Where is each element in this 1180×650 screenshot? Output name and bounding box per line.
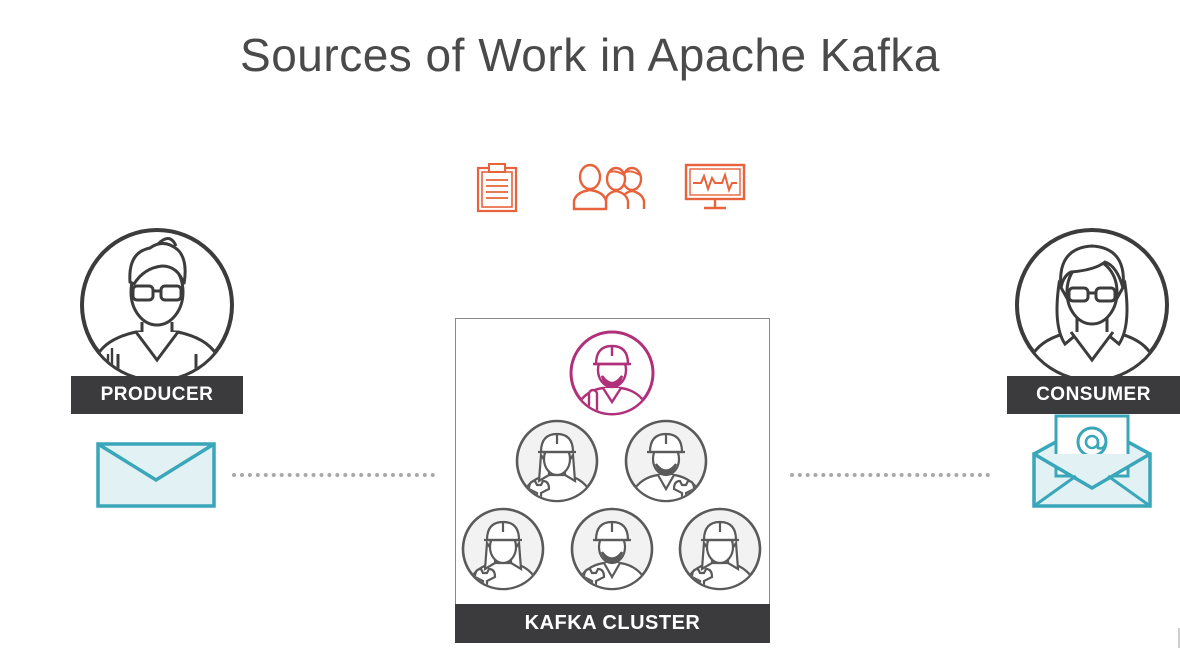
male-engineer-icon xyxy=(624,419,708,503)
man-with-glasses-avatar-icon xyxy=(78,226,236,384)
monitor-heartbeat-icon xyxy=(684,163,746,211)
lead-engineer-icon xyxy=(569,330,655,416)
cluster-to-consumer-connector xyxy=(790,473,990,477)
producer-label: PRODUCER xyxy=(71,376,243,414)
clipboard-icon xyxy=(476,163,518,213)
female-engineer-icon xyxy=(461,507,545,591)
male-engineer-icon xyxy=(570,507,654,591)
users-group-icon xyxy=(572,163,652,211)
envelope-icon xyxy=(96,442,216,508)
producer-to-cluster-connector xyxy=(232,473,435,477)
kafka-cluster-label: KAFKA CLUSTER xyxy=(455,604,770,643)
slide-title: Sources of Work in Apache Kafka xyxy=(240,29,940,81)
woman-with-glasses-avatar-icon xyxy=(1013,226,1171,384)
page-edge-marker xyxy=(1178,628,1180,648)
open-envelope-email-icon xyxy=(1032,414,1152,508)
female-engineer-icon xyxy=(678,507,762,591)
female-engineer-icon xyxy=(515,419,599,503)
consumer-label: CONSUMER xyxy=(1007,376,1180,414)
